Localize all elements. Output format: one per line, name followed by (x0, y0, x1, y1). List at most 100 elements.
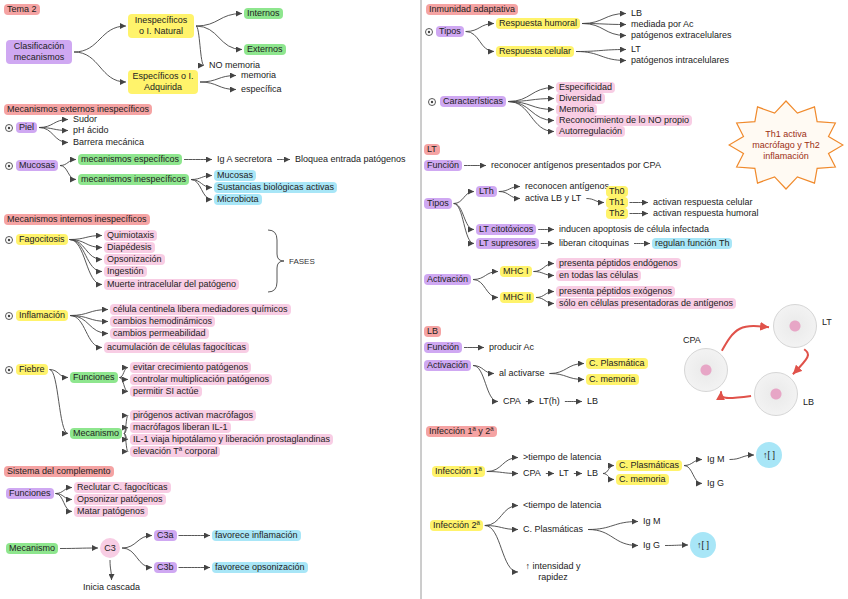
topic-pill: Fiebre (16, 364, 48, 375)
item-highlight: presenta péptidos endógenos (556, 258, 681, 269)
detail-pill: regulan función Th (652, 238, 732, 249)
node-text: Barrera mecánica (73, 137, 144, 147)
node-text: mecanismos inespecíficos (81, 174, 186, 184)
node-text: Matar patógenos (77, 506, 145, 516)
category-pill: Funciones (6, 488, 54, 499)
branch-arrow (536, 292, 554, 298)
badge-circle: ↑[ ] (756, 442, 782, 468)
bullet (6, 313, 13, 320)
bullet (6, 367, 13, 374)
node-text: Infección 2ª (433, 520, 480, 530)
bullet-dot (8, 239, 10, 241)
item-text: al activarse (496, 368, 548, 379)
node-text: Tipos (427, 198, 449, 208)
branch-arrow (538, 229, 554, 230)
cycle-arrow (793, 349, 808, 374)
branch-arrow (473, 272, 498, 280)
branch-arrow (485, 506, 518, 526)
topic-pill: Inespecíficos o I. Natural (128, 14, 194, 38)
node-text: ↑[ ] (697, 540, 709, 550)
node-text: Ig G (707, 478, 724, 488)
node-text: CPA (503, 396, 521, 406)
node-text: >tiempo de latencia (523, 452, 601, 462)
item-text: >tiempo de latencia (520, 452, 604, 463)
item-text: NO memoria (206, 60, 263, 71)
item-highlight: Diversidad (556, 93, 605, 104)
branch-arrow (574, 473, 582, 474)
item-highlight: Memoria (556, 104, 597, 115)
item-highlight: acumulación de células fagocíticas (104, 342, 249, 353)
branch-arrow (684, 466, 702, 484)
node-text: Función (427, 342, 459, 352)
branch-arrow (454, 192, 474, 204)
branch-arrow (464, 347, 484, 348)
item-text: LT (628, 44, 644, 55)
branch-arrow (60, 160, 76, 166)
node-text: Sistema del complemento (7, 466, 111, 476)
item-text: LB (584, 468, 601, 479)
bullet (426, 29, 433, 36)
item-highlight: en todas las células (556, 270, 641, 281)
detail-pill: Mucosas (214, 170, 256, 181)
category-pill: Función (424, 342, 462, 353)
item-highlight: pirógenos activan macrófagos (130, 410, 256, 421)
node-text: reconocer antígenos presentados por CPA (491, 160, 661, 170)
branch-arrow (630, 202, 648, 203)
node-text: Opsonización (107, 254, 162, 264)
node-text: memoria (241, 70, 276, 80)
branch-arrow (120, 368, 128, 378)
item-highlight: macrófagos liberan IL-1 (130, 422, 231, 433)
category-pill: Función (424, 160, 462, 171)
branch-arrow (110, 560, 112, 580)
bullet-dot (8, 165, 10, 167)
node-text: en todas las células (559, 270, 638, 280)
node-text: Microbiota (217, 194, 259, 204)
branch-arrow (541, 243, 554, 244)
star-shape (729, 101, 843, 189)
node-text: patógenos extracelulares (631, 30, 732, 40)
grouping-brace (268, 230, 284, 292)
bullet-dot (8, 369, 10, 371)
detail-pill: Microbiota (214, 194, 262, 205)
category-pill: LT citotóxicos (476, 224, 536, 235)
branch-pill: mecanismos específicos (78, 154, 182, 165)
branch-arrow (473, 280, 498, 298)
node-text: MHC II (503, 292, 531, 302)
node-text: célula centinela libera mediadores quími… (113, 304, 288, 314)
topic-pill: Th1 (606, 197, 628, 208)
node-text: Funciones (73, 372, 115, 382)
node-text: C. Plasmática (589, 358, 645, 368)
branch-arrow (536, 298, 554, 304)
branch-arrow (124, 416, 128, 434)
column-divider (421, 0, 422, 599)
branch-arrow (586, 199, 604, 203)
node-text: Infección 1ª (435, 466, 482, 476)
node-text: Diversidad (559, 93, 602, 103)
item-text: memoria (238, 70, 279, 81)
node-text: Memoria (559, 104, 594, 114)
section-heading: Sistema del complemento (4, 466, 114, 477)
node-text: Mecanismos internos inespecíficos (7, 214, 147, 224)
section-heading: Mecanismos externos inespecíficos (4, 104, 152, 115)
item-text: patógenos intracelulares (628, 55, 732, 66)
item-highlight: Opsonización (104, 254, 165, 265)
node-text: Función (427, 160, 459, 170)
node-text: C. memoria (619, 474, 666, 484)
node-text: Fagocitosis (19, 234, 65, 244)
branch-arrow (124, 434, 128, 452)
node-text: producir Ac (489, 342, 534, 352)
branch-arrow (454, 204, 474, 244)
node-text: Ingestión (107, 266, 144, 276)
node-text: Activación (427, 360, 468, 370)
section-heading: Infección 1ª y 2ª (426, 426, 497, 437)
node-text: C. Plasmáticas (523, 524, 583, 534)
item-highlight: Quimiotaxis (104, 230, 157, 241)
node-text: Opsonizar patógenos (77, 494, 163, 504)
node-text: C. Plasmáticas (619, 460, 679, 470)
node-text: CPA (523, 468, 541, 478)
branch-arrow (120, 378, 128, 392)
branch-arrow (603, 474, 614, 480)
item-text: activa LB y LT (522, 193, 584, 204)
section-heading: LB (424, 326, 441, 337)
